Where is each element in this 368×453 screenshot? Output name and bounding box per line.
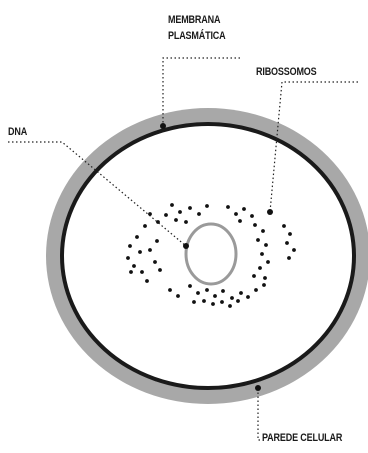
ribosome-dot — [148, 248, 152, 252]
ribosome-dot — [153, 260, 157, 264]
ribosome-dot — [164, 213, 168, 217]
ribosome-dot — [282, 224, 286, 228]
ribosome-dot — [234, 212, 238, 216]
ribosome-dot — [221, 289, 225, 293]
label-membrana-line2: PLASMÁTICA — [168, 28, 225, 44]
ribosome-dot — [126, 256, 130, 260]
ribosome-dot — [188, 206, 192, 210]
ribosome-dot — [202, 299, 206, 303]
ribosome-dot — [197, 212, 201, 216]
ribosome-dot — [192, 300, 196, 304]
ribosome-dot — [196, 291, 200, 295]
ribosome-dot — [254, 288, 258, 292]
ribosome-dot — [256, 238, 260, 242]
dna-nucleoid — [186, 224, 236, 284]
ribosome-dot — [253, 223, 257, 227]
ribosome-dot — [250, 214, 254, 218]
ribosome-dot — [239, 291, 243, 295]
ribosome-dot — [228, 304, 232, 308]
ribosome-dot — [170, 203, 174, 207]
ribossomos-pointer-dot — [267, 209, 273, 215]
ribosome-dot — [288, 232, 292, 236]
ribosome-dot — [262, 283, 266, 287]
ribosome-dot — [252, 274, 256, 278]
ribosome-dot — [168, 288, 172, 292]
ribosome-dot — [158, 268, 162, 272]
membrana-pointer-dot — [160, 123, 166, 129]
ribosome-dot — [220, 300, 224, 304]
ribosome-dot — [155, 239, 159, 243]
ribosome-dot — [260, 252, 264, 256]
ribosome-dot — [188, 284, 192, 288]
label-membrana-plasmatica: MEMBRANA PLASMÁTICA — [168, 12, 225, 44]
ribosome-dot — [178, 210, 182, 214]
ribosome-dot — [263, 276, 267, 280]
ribosome-dot — [132, 264, 136, 268]
parede-pointer-dot — [255, 385, 261, 391]
dna-pointer-dot — [183, 243, 189, 249]
ribosome-dot — [174, 218, 178, 222]
ribosome-dot — [140, 270, 144, 274]
ribosome-dot — [145, 279, 149, 283]
label-ribossomos: RIBOSSOMOS — [256, 64, 317, 80]
ribosome-dot — [143, 224, 147, 228]
ribosome-dot — [230, 296, 234, 300]
ribosome-dot — [285, 241, 289, 245]
ribosome-dot — [213, 294, 217, 298]
ribosome-dot — [176, 294, 180, 298]
ribosome-dot — [211, 302, 215, 306]
ribosome-dot — [261, 229, 265, 233]
label-dna: DNA — [8, 124, 27, 140]
ribosome-dot — [242, 207, 246, 211]
ribosome-dot — [129, 270, 133, 274]
ribosome-dot — [287, 256, 291, 260]
ribosome-dot — [138, 250, 142, 254]
ribosome-dot — [135, 235, 139, 239]
label-parede-celular: PAREDE CELULAR — [262, 430, 342, 446]
ribosome-dot — [266, 260, 270, 264]
ribosome-dot — [264, 243, 268, 247]
ribosome-dot — [238, 219, 242, 223]
label-membrana-line1: MEMBRANA — [168, 12, 225, 28]
ribosome-dot — [205, 204, 209, 208]
ribosome-dot — [246, 295, 250, 299]
ribosome-dot — [236, 299, 240, 303]
ribosome-dot — [258, 266, 262, 270]
ribosome-dot — [184, 220, 188, 224]
ribosome-dot — [226, 205, 230, 209]
ribosome-dot — [128, 244, 132, 248]
ribosome-dot — [205, 288, 209, 292]
ribosome-dot — [292, 248, 296, 252]
